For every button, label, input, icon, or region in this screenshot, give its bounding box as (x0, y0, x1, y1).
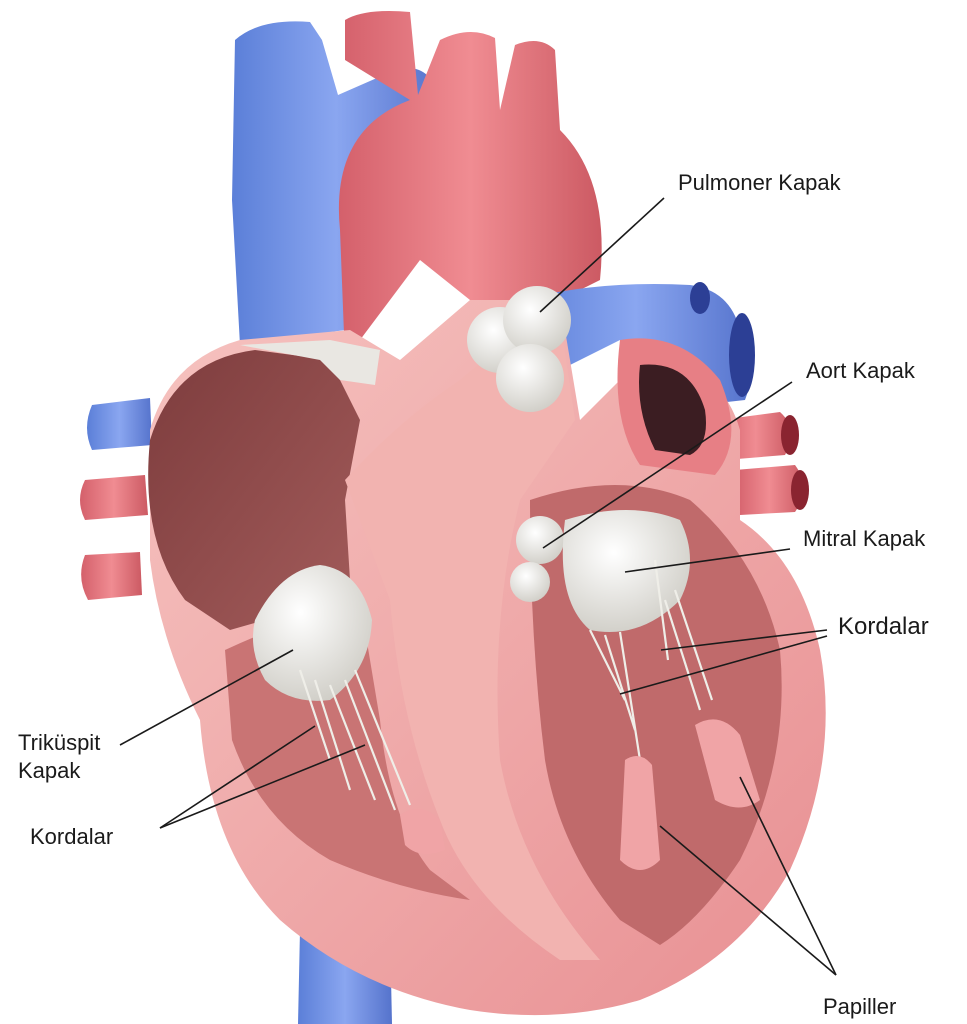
leader-trikuspit-kapak (119, 649, 294, 746)
label-trikuspit-line1: Triküspit (18, 730, 100, 755)
leader-aort-kapak (542, 381, 793, 549)
pulmonary-valve (467, 286, 571, 412)
labels: Pulmoner Kapak Aort Kapak Mitral Kapak K… (18, 170, 929, 1019)
tricuspid-valve (252, 565, 372, 701)
interventricular-septum (345, 320, 600, 960)
right-atrium-cavity (148, 340, 380, 630)
leader-lines (119, 197, 837, 976)
label-aort-kapak: Aort Kapak (806, 358, 916, 383)
label-papiller: Papiller (823, 994, 896, 1019)
leader-kordalar-right-2 (619, 635, 828, 695)
aortic-arch (338, 11, 602, 360)
superior-vena-cava (232, 21, 440, 346)
leader-kordalar-left-1 (159, 725, 316, 829)
leader-kordalar-left-2 (159, 744, 366, 829)
label-kordalar-left: Kordalar (30, 824, 113, 849)
label-trikuspit-line2: Kapak (18, 758, 81, 783)
chordae-tendineae (298, 559, 714, 811)
label-mitral-kapak: Mitral Kapak (803, 526, 926, 551)
leader-kordalar-right-1 (660, 629, 828, 651)
aortic-valve (510, 516, 564, 602)
pulmonary-veins-left (80, 398, 152, 600)
label-pulmoner-kapak: Pulmoner Kapak (678, 170, 842, 195)
leader-papiller-1 (659, 825, 837, 976)
label-kordalar-right: Kordalar (838, 613, 929, 640)
leader-papiller-2 (739, 776, 837, 976)
leader-pulmoner-kapak (539, 197, 665, 313)
leader-mitral-kapak (624, 548, 791, 573)
